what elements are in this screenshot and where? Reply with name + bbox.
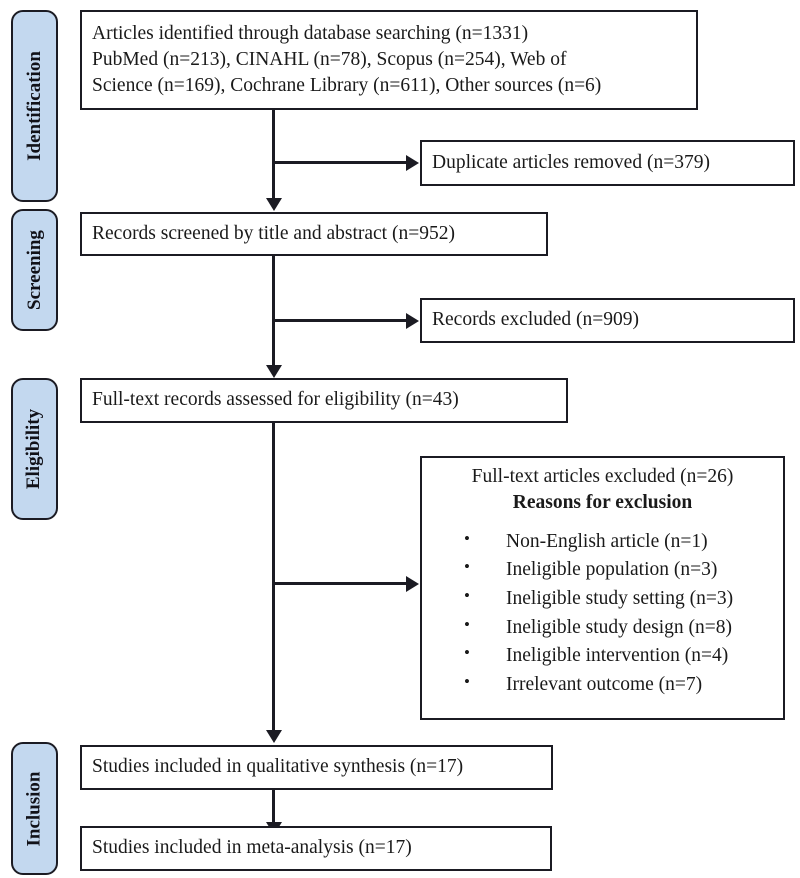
arrow-to-fulltext-excluded [406,576,419,592]
node-duplicates-removed-text: Duplicate articles removed (n=379) [432,151,710,173]
node-meta-analysis-text: Studies included in meta-analysis (n=17) [92,837,412,859]
node-qualitative-synthesis: Studies included in qualitative synthesi… [80,745,553,790]
arrow-to-records-excluded [406,313,419,329]
stage-identification: Identification [11,10,58,202]
articles-identified-line-2: PubMed (n=213), CINAHL (n=78), Scopus (n… [92,48,567,70]
fulltext-excluded-heading: Full-text articles excluded (n=26) [471,466,734,487]
node-articles-identified: Articles identified through database sea… [80,10,698,110]
connector-to-fulltext-excluded [272,582,408,585]
exclusion-reason-item: Ineligible study setting (n=3) [464,584,783,614]
exclusion-reason-item: Ineligible population (n=3) [464,555,783,585]
node-fulltext-excluded: Full-text articles excluded (n=26) Reaso… [420,456,785,720]
node-records-screened: Records screened by title and abstract (… [80,212,548,256]
connector-screened-to-fulltext [272,256,275,368]
stage-eligibility: Eligibility [11,378,58,520]
exclusion-reason-item: Ineligible intervention (n=4) [464,641,783,671]
stage-identification-label: Identification [23,51,45,161]
fulltext-excluded-subheading: Reasons for exclusion [512,492,693,514]
node-fulltext-assessed: Full-text records assessed for eligibili… [80,378,568,423]
node-records-excluded: Records excluded (n=909) [420,298,795,343]
node-fulltext-assessed-text: Full-text records assessed for eligibili… [92,389,459,411]
node-articles-identified-text: Articles identified through database sea… [82,21,611,99]
connector-to-records-excluded [272,319,408,322]
node-duplicates-removed: Duplicate articles removed (n=379) [420,140,795,186]
arrow-to-duplicates [406,155,419,171]
stage-inclusion: Inclusion [11,742,58,875]
stage-eligibility-label: Eligibility [23,408,45,490]
exclusion-reason-item: Non-English article (n=1) [464,527,783,557]
connector-fulltext-to-qualitative [272,423,275,733]
exclusion-reason-item: Ineligible study design (n=8) [464,613,783,643]
stage-inclusion-label: Inclusion [23,771,45,846]
exclusion-reasons-list: Non-English article (n=1) Ineligible pop… [422,527,783,700]
arrow-identified-to-screened [266,198,282,211]
node-meta-analysis: Studies included in meta-analysis (n=17) [80,826,552,871]
stage-screening-label: Screening [23,230,45,310]
node-records-excluded-text: Records excluded (n=909) [432,309,640,331]
exclusion-reason-item: Irrelevant outcome (n=7) [464,670,783,700]
node-records-screened-text: Records screened by title and abstract (… [92,222,455,244]
articles-identified-line-1: Articles identified through database sea… [92,22,529,44]
fulltext-excluded-heading-group: Full-text articles excluded (n=26) Reaso… [422,458,783,516]
node-qualitative-synthesis-text: Studies included in qualitative synthesi… [92,756,464,778]
stage-screening: Screening [11,209,58,331]
arrow-screened-to-fulltext [266,365,282,378]
connector-to-duplicates [272,161,408,164]
articles-identified-line-3: Science (n=169), Cochrane Library (n=611… [92,75,602,97]
connector-qualitative-to-meta [272,790,275,826]
connector-identified-to-screened [272,110,275,200]
arrow-fulltext-to-qualitative [266,730,282,743]
